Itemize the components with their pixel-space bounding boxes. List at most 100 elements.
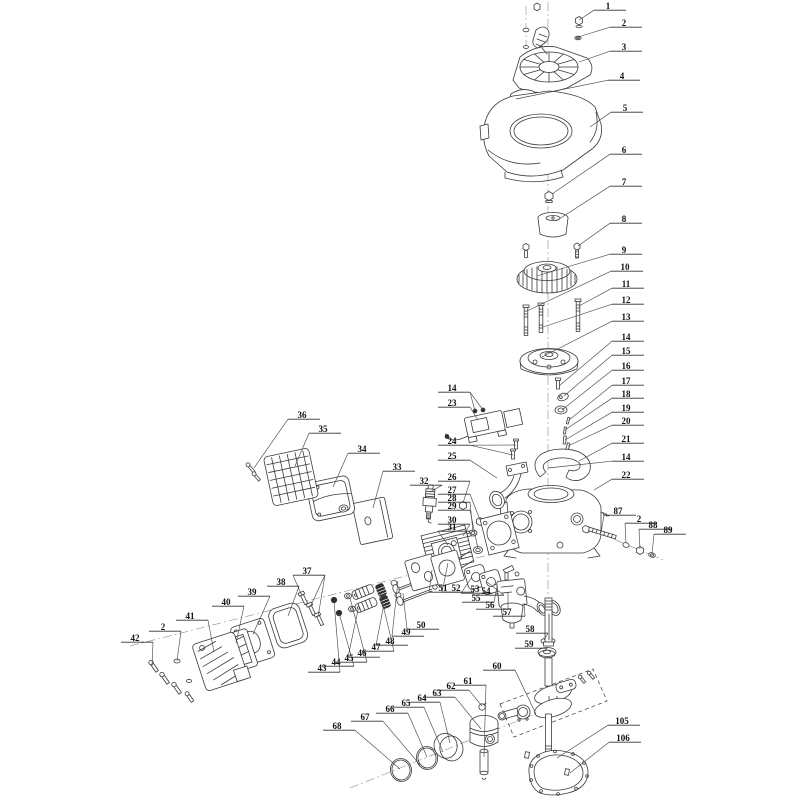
- leader-line: [469, 494, 481, 521]
- callout-34: 34: [332, 444, 380, 488]
- callout-22: 22: [593, 470, 644, 491]
- leader-line: [469, 392, 484, 411]
- air-filter-housing: [192, 632, 251, 691]
- part-number: 19: [622, 403, 632, 413]
- callout-33: 33: [372, 462, 415, 509]
- callout-58: 58: [516, 624, 549, 641]
- part-number: 16: [622, 361, 632, 371]
- callout-14: 14: [438, 383, 484, 412]
- part-number: 9: [622, 245, 627, 255]
- leader-line: [486, 581, 505, 596]
- crankshaft-kit-box: [499, 668, 608, 738]
- leader-line: [542, 647, 548, 653]
- leader-line: [483, 685, 487, 758]
- callout-48: 48: [375, 603, 408, 646]
- part-number: 42: [131, 633, 141, 643]
- starter-handle: [532, 26, 550, 49]
- callout-12: 12: [542, 295, 644, 328]
- callout-67: 67: [351, 712, 421, 766]
- callout-7: 7: [555, 177, 642, 222]
- ball-bearing: [537, 647, 557, 659]
- flywheel: [516, 261, 578, 294]
- leader-line: [469, 510, 479, 550]
- callout-23: 23: [438, 398, 479, 421]
- housing-screws: [148, 658, 195, 703]
- leader-line: [347, 609, 359, 658]
- part-number: 66: [386, 704, 396, 714]
- part-number: 30: [448, 515, 458, 525]
- callout-50: 50: [402, 592, 439, 630]
- leader-line: [309, 575, 326, 608]
- part-number: 3: [622, 42, 627, 52]
- leader-line: [515, 79, 609, 100]
- callout-29: 29: [438, 501, 479, 550]
- callout-8: 8: [577, 214, 642, 247]
- callout-60: 60: [483, 661, 537, 715]
- callout-63: 63: [423, 688, 482, 730]
- spark-plug: [422, 484, 437, 524]
- leader-line: [462, 524, 471, 537]
- callout-105: 105: [556, 716, 640, 759]
- callout-68: 68: [323, 721, 401, 770]
- callout-14: 14: [558, 332, 644, 387]
- leader-line: [402, 592, 408, 630]
- callout-20: 20: [567, 416, 644, 447]
- leader-line: [569, 741, 610, 774]
- part-number: 23: [448, 398, 458, 408]
- leader-line: [561, 369, 613, 411]
- callout-16: 16: [561, 361, 644, 411]
- leader-line: [469, 407, 479, 421]
- callout-65: 65: [392, 698, 444, 753]
- breather-pipe: [489, 461, 529, 510]
- callout-3: 3: [578, 42, 642, 63]
- callout-2: 2: [624, 514, 657, 544]
- part-number: 50: [417, 620, 427, 630]
- part-number: 105: [615, 716, 629, 726]
- part-number: 43: [318, 663, 328, 673]
- leader-line: [292, 575, 303, 597]
- leader-line: [493, 586, 498, 603]
- part-number: 10: [621, 262, 631, 272]
- leader-line: [547, 460, 613, 469]
- part-number: 41: [186, 611, 196, 621]
- part-number: 2: [161, 622, 166, 632]
- sump-gasket: [524, 749, 589, 796]
- part-number: 48: [386, 636, 396, 646]
- leader-line: [441, 562, 449, 593]
- part-number: 60: [493, 661, 503, 671]
- part-number: 25: [448, 451, 458, 461]
- part-number: 21: [622, 434, 632, 444]
- leader-line: [454, 696, 482, 730]
- part-number: 54: [482, 586, 492, 596]
- blower-housing: [479, 90, 602, 183]
- leader-line: [469, 459, 498, 479]
- callout-21: 21: [578, 434, 644, 462]
- part-number: 17: [622, 376, 632, 386]
- callout-6: 6: [551, 145, 642, 195]
- leader-line: [391, 580, 399, 637]
- part-number: 20: [622, 416, 632, 426]
- part-number: 55: [472, 593, 482, 603]
- callout-26: 26: [438, 472, 471, 504]
- part-number: 35: [319, 424, 329, 434]
- part-number: 63: [433, 688, 443, 698]
- callout-layer: 1234567891011121314151617181920211422872…: [121, 1, 686, 774]
- part-number: 88: [649, 520, 659, 530]
- key-and-pin-set: [554, 377, 571, 452]
- callout-13: 13: [541, 312, 644, 358]
- part-number: 14: [622, 332, 632, 342]
- part-number: 31: [448, 522, 458, 532]
- governor-slinger: [534, 448, 591, 481]
- leader-line: [294, 433, 310, 467]
- leader-line: [563, 354, 613, 397]
- muffler-plate: [351, 496, 394, 545]
- top-fastener-set: [522, 2, 583, 49]
- callout-106: 106: [569, 733, 641, 774]
- ignition-coil: [444, 407, 524, 444]
- part-number: 1: [606, 1, 611, 11]
- air-filter-gasket: [268, 602, 309, 649]
- callout-35: 35: [294, 424, 341, 467]
- callout-41: 41: [176, 611, 215, 653]
- part-number: 61: [464, 676, 474, 686]
- callout-40: 40: [212, 597, 245, 644]
